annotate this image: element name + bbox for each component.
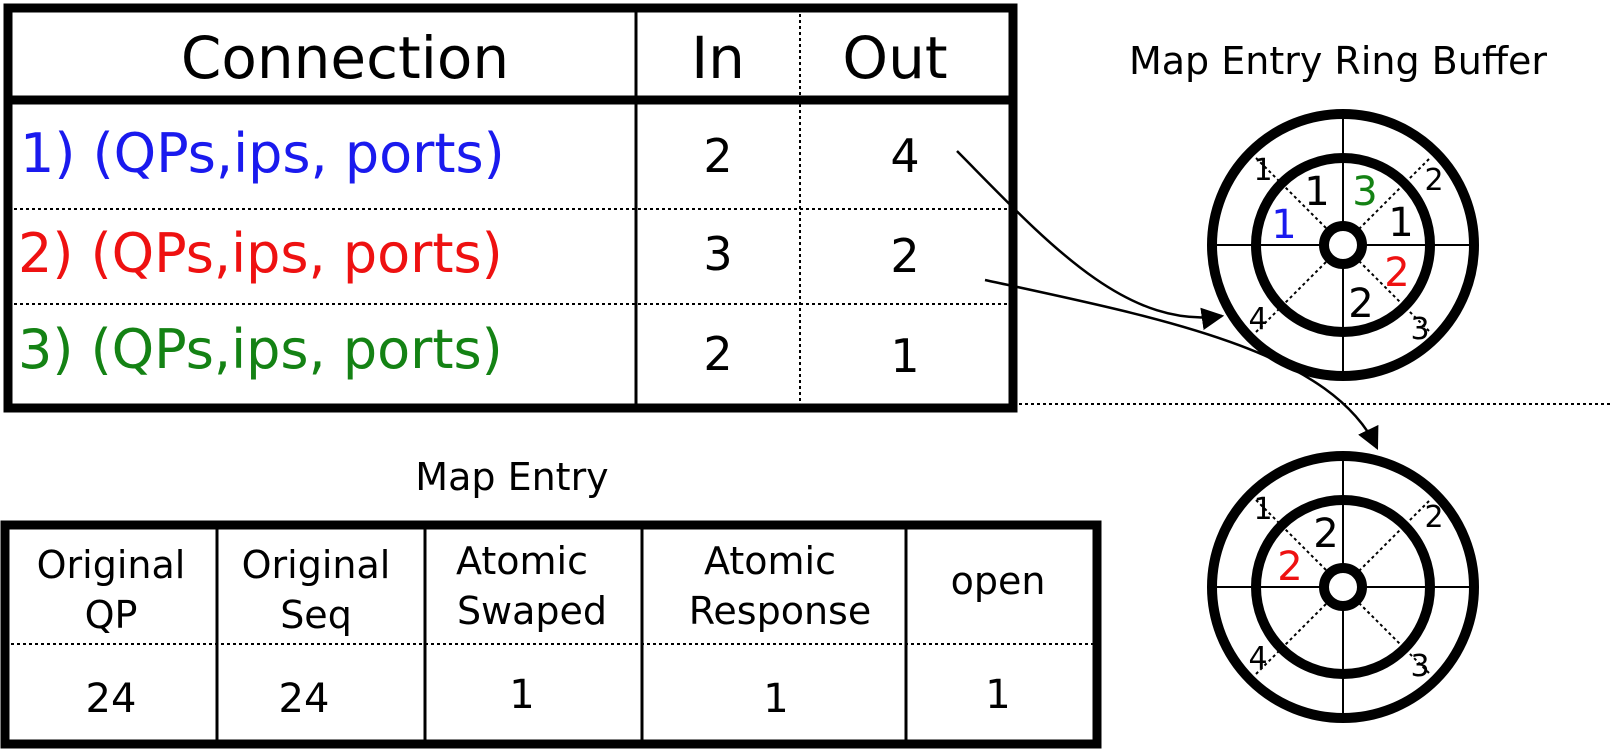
map-entry-table: Original QP Original Seq Atomic Swaped A… bbox=[0, 520, 1102, 749]
ring-top-inner-label: 1 bbox=[1304, 169, 1329, 215]
ring-bottom: 1 2 3 4 2 2 bbox=[1207, 451, 1479, 723]
ring-buffer-title: Map Entry Ring Buffer bbox=[1129, 39, 1547, 83]
ring-top-inner-label: 1 bbox=[1271, 202, 1296, 248]
ring-top-inner-label: 2 bbox=[1348, 281, 1373, 327]
connection-row-1-in: 2 bbox=[703, 129, 732, 183]
map-entry-value-original-qp: 24 bbox=[86, 676, 137, 722]
connection-table: Connection In Out 1) (QPs,ips, ports) 2 … bbox=[3, 3, 1018, 413]
ring-top-inner-label: 3 bbox=[1352, 169, 1377, 215]
map-entry-header-original-seq-line1: Original bbox=[242, 543, 391, 587]
connection-row-2-label: 2) (QPs,ips, ports) bbox=[18, 222, 503, 285]
map-entry-title: Map Entry bbox=[415, 455, 608, 499]
ring-top-inner-label: 1 bbox=[1388, 200, 1413, 246]
ring-bottom-diagonal bbox=[1358, 499, 1431, 572]
ring-bottom-outer-label: 3 bbox=[1410, 649, 1429, 684]
ring-top-diagonal bbox=[1358, 260, 1431, 333]
connection-row-1-label: 1) (QPs,ips, ports) bbox=[20, 122, 505, 185]
header-out: Out bbox=[842, 24, 947, 92]
ring-bottom-diagonal bbox=[1255, 602, 1328, 675]
map-entry-header-atomic-response-line2: Response bbox=[689, 589, 872, 633]
ring-bottom-outer-label: 1 bbox=[1253, 492, 1272, 527]
ring-bottom-inner-label: 2 bbox=[1277, 544, 1302, 590]
map-entry-header-open: open bbox=[951, 559, 1046, 603]
connection-row-3-label: 3) (QPs,ips, ports) bbox=[18, 318, 503, 381]
header-in: In bbox=[691, 24, 745, 92]
arrow-out-2-to-ring bbox=[984, 278, 1379, 451]
map-entry-header-atomic-swaped-line1: Atomic bbox=[456, 539, 588, 583]
connection-row-1-out: 4 bbox=[890, 129, 919, 183]
map-entry-header-original-seq-line2: Seq bbox=[280, 593, 352, 637]
map-entry-header-atomic-swaped-line2: Swaped bbox=[457, 589, 607, 633]
ring-bottom-inner-label: 2 bbox=[1313, 511, 1338, 557]
ring-top-diagonal bbox=[1255, 157, 1328, 230]
ring-top-diagonal bbox=[1358, 157, 1431, 230]
arrow-out-4-to-ring bbox=[956, 150, 1225, 331]
map-entry-header-atomic-response-line1: Atomic bbox=[704, 539, 836, 583]
connection-row-3-in: 2 bbox=[703, 327, 732, 381]
map-entry-value-original-seq: 24 bbox=[279, 676, 330, 722]
ring-top-outer-label: 1 bbox=[1253, 153, 1272, 188]
ring-top-inner-label: 2 bbox=[1384, 250, 1409, 296]
ring-bottom-hub bbox=[1319, 563, 1367, 611]
map-entry-table-border bbox=[0, 520, 1102, 749]
header-connection: Connection bbox=[181, 24, 509, 92]
map-entry-value-atomic-response: 1 bbox=[763, 676, 788, 722]
ring-bottom-diagonal bbox=[1358, 602, 1431, 675]
ring-top-outer-label: 2 bbox=[1424, 163, 1443, 198]
ring-bottom-diagonal bbox=[1255, 499, 1328, 572]
connection-row-3-out: 1 bbox=[890, 329, 919, 383]
map-entry-header-original-qp-line2: QP bbox=[85, 593, 138, 637]
ring-bottom-outer-label: 2 bbox=[1424, 500, 1443, 535]
ring-top-hub bbox=[1319, 221, 1367, 269]
ring-bottom-outer-label: 4 bbox=[1248, 641, 1267, 676]
ring-top-outer-label: 3 bbox=[1410, 312, 1429, 347]
connection-row-2-out: 2 bbox=[890, 229, 919, 283]
ring-top-diagonal bbox=[1255, 260, 1328, 333]
map-entry-header-original-qp-line1: Original bbox=[37, 543, 186, 587]
ring-top: 1 2 3 4 1 3 1 2 2 1 bbox=[1207, 109, 1479, 381]
connection-row-2-in: 3 bbox=[703, 227, 732, 281]
map-entry-value-atomic-swaped: 1 bbox=[509, 672, 534, 718]
ring-top-outer-label: 4 bbox=[1248, 302, 1267, 337]
map-entry-value-open: 1 bbox=[985, 672, 1010, 718]
